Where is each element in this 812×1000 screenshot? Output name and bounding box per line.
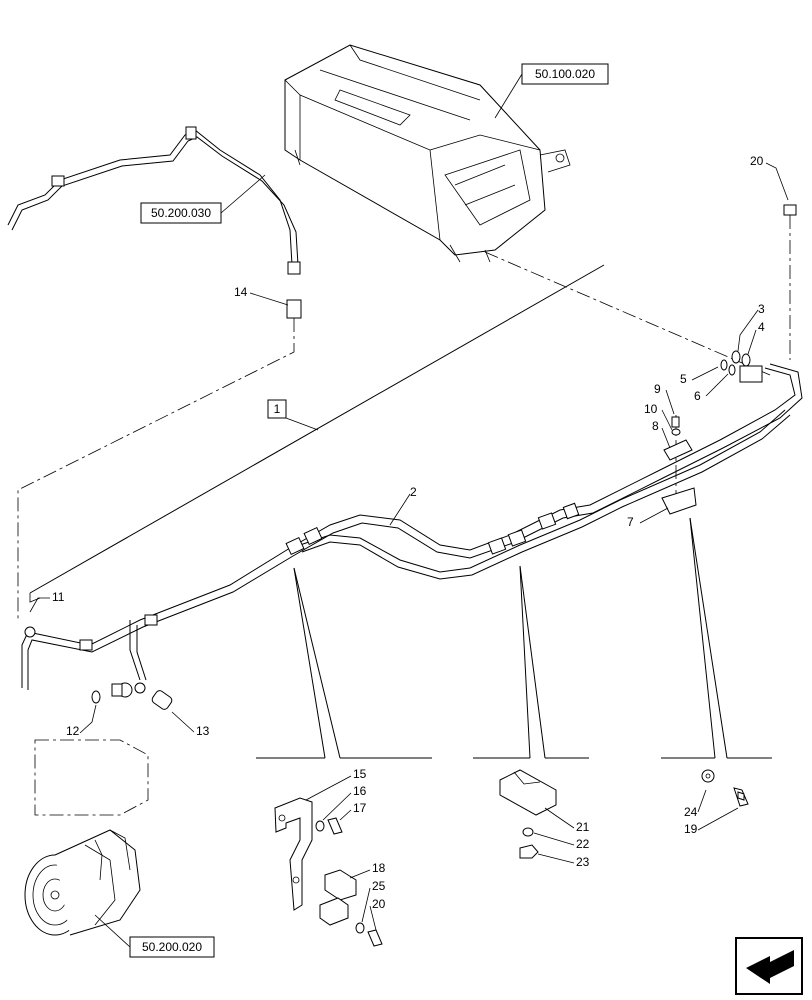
pipe-assembly [21, 363, 803, 698]
dust-cap [151, 690, 173, 710]
callout-12: 12 [66, 724, 80, 738]
leader-11 [29, 597, 50, 613]
leader-12 [79, 704, 97, 734]
detail-pointers [256, 517, 772, 759]
ref-hose-upper-box[interactable]: 50.200.030 [140, 202, 222, 224]
callout-13: 13 [196, 724, 210, 738]
leader-17 [339, 809, 352, 821]
leader-9 [665, 389, 675, 415]
leader-15 [305, 775, 352, 801]
callout-25: 25 [372, 879, 386, 893]
compressor [24, 829, 141, 936]
pipe-end-fitting [24, 626, 36, 638]
callout-20-top: 20 [750, 154, 764, 168]
leader-kit [285, 417, 319, 431]
leader-20-top [765, 162, 789, 201]
leader-7 [639, 507, 669, 524]
bolt-9 [671, 416, 680, 428]
callout-3: 3 [758, 302, 765, 316]
callout-24: 24 [684, 805, 698, 819]
centerline-left [17, 318, 295, 620]
callout-15: 15 [353, 767, 367, 781]
o-ring [91, 690, 101, 704]
leader-10 [661, 409, 673, 431]
callout-5: 5 [680, 372, 687, 386]
kit-label: 1 [274, 402, 281, 416]
leader-5 [691, 366, 719, 381]
leader-8 [661, 427, 671, 449]
ref-compressor-box[interactable]: 50.200.020 [129, 936, 215, 958]
cap-fitting [286, 299, 302, 319]
leader-20-bottom [369, 905, 377, 931]
callout-19: 19 [684, 822, 698, 836]
leader-19 [697, 807, 739, 831]
kit-line [29, 264, 605, 594]
leader-6 [705, 373, 729, 397]
callout-2: 2 [410, 485, 417, 499]
clamp-detail [499, 769, 557, 859]
clamp-8 [663, 439, 693, 461]
leader-22 [533, 832, 575, 846]
ref-evaporator-box[interactable]: 50.100.020 [521, 63, 609, 85]
leader-compressor [94, 914, 131, 948]
leader-24 [697, 789, 707, 813]
callout-9: 9 [654, 382, 661, 396]
leader-hose-upper [220, 174, 266, 214]
callout-7: 7 [627, 515, 634, 529]
leader-18 [349, 869, 371, 879]
kit-label-box[interactable]: 1 [267, 399, 287, 419]
bolt-20-top [783, 204, 797, 216]
seal-washers [720, 350, 751, 376]
leader-13 [171, 711, 195, 733]
bolt-detail [701, 769, 749, 807]
callout-6: 6 [694, 389, 701, 403]
callout-8: 8 [652, 419, 659, 433]
callout-14: 14 [234, 285, 248, 299]
bracket-detail [274, 797, 383, 947]
leader-14 [249, 292, 289, 306]
leader-3 [737, 309, 759, 352]
kit-line-end [29, 593, 41, 603]
callout-21: 21 [576, 820, 590, 834]
leader-2 [389, 493, 411, 526]
callout-18: 18 [372, 861, 386, 875]
leader-16 [322, 792, 352, 821]
callout-20-bottom: 20 [372, 897, 386, 911]
callout-10: 10 [644, 402, 658, 416]
leader-21 [544, 807, 575, 829]
callout-17: 17 [353, 801, 367, 815]
nav-arrow-icon[interactable] [735, 937, 803, 995]
leader-4 [747, 329, 757, 355]
callout-4: 4 [758, 320, 765, 334]
ref-evaporator-label: 50.100.020 [535, 67, 595, 81]
clamp-7 [661, 487, 697, 515]
upper-hose [7, 126, 301, 275]
callout-23: 23 [576, 855, 590, 869]
centerline-box [484, 251, 771, 376]
ref-compressor-label: 50.200.020 [142, 940, 202, 954]
leader-evaporator [494, 73, 523, 119]
washer-10 [671, 428, 681, 436]
callout-16: 16 [353, 784, 367, 798]
leader-23 [537, 853, 575, 864]
callout-22: 22 [576, 837, 590, 851]
ref-hose-upper-label: 50.200.030 [151, 206, 211, 220]
compressor-outline-dash [34, 739, 149, 816]
callout-11: 11 [52, 590, 65, 604]
leader-25 [361, 887, 371, 923]
